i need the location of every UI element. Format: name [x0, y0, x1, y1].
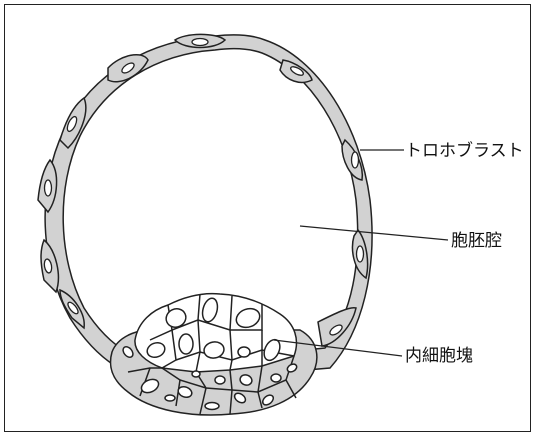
blastocoel-leader: [299, 225, 449, 241]
trophoblast-label: トロホブラスト: [405, 140, 524, 161]
blastocoel-label: 胞胚腔: [451, 231, 502, 251]
inner-cell-mass: [109, 292, 318, 416]
leader-lines: [273, 149, 449, 357]
inner-cell-mass-label: 内細胞塊: [405, 346, 473, 366]
trophoblast-nuclei: [43, 37, 365, 336]
inner-cell-mass-leader: [273, 339, 403, 357]
